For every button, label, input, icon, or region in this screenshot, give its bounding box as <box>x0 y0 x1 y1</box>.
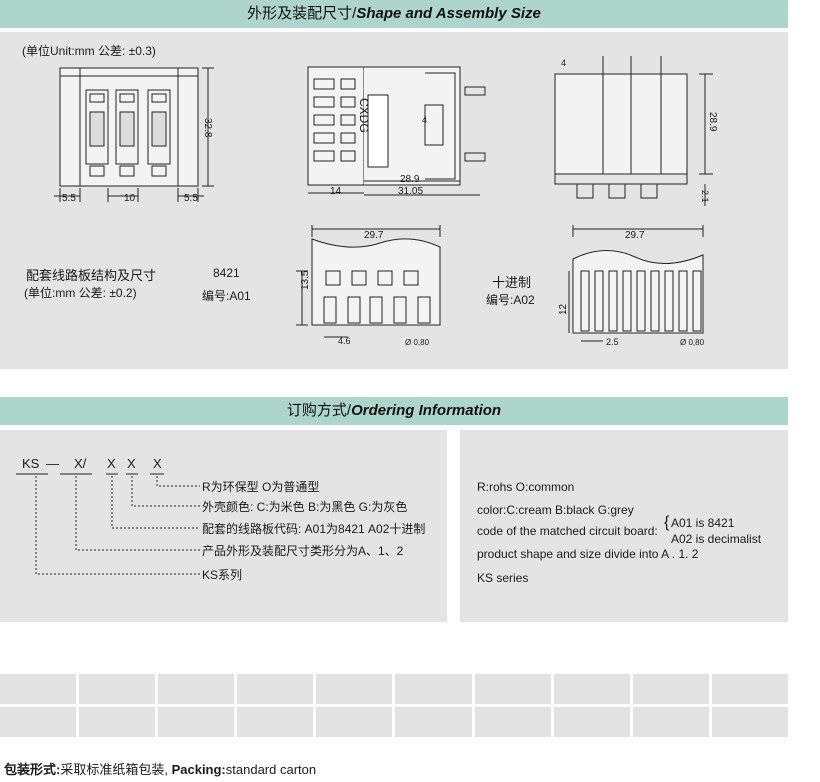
side-dim-height: 32.8 <box>202 118 213 138</box>
right-view-drawing <box>554 56 713 206</box>
cn-line-5: KS系列 <box>202 568 243 582</box>
board-title: 配套线路板结构及尺寸 <box>26 268 157 283</box>
code-x3: X <box>127 456 136 471</box>
right-dim-28-9: 28.9 <box>707 112 718 132</box>
a01-board-drawing <box>296 225 441 338</box>
unit-note: (单位Unit:mm 公差: ±0.3) <box>22 44 156 58</box>
shape-title-en: Shape and Assembly Size <box>356 5 541 22</box>
cn-line-3: 配套的线路板代码: A01为8421 A02十进制 <box>202 522 426 536</box>
side-dim-w1: 5.5 <box>62 193 76 204</box>
packing-en-value: standard carton <box>225 762 317 777</box>
code-x4: X <box>153 456 162 471</box>
empty-table-row <box>0 707 788 737</box>
en-board: code of the matched circuit board: <box>477 524 658 538</box>
packing-label: 包装形式: <box>4 762 61 777</box>
side-dim-w2: 10 <box>124 193 136 204</box>
front-dim-14: 14 <box>330 186 342 197</box>
a01-height: 13.5 <box>300 270 311 290</box>
right-dim-2-1: 2.1 <box>700 190 710 203</box>
a02-width: 29.7 <box>625 230 645 241</box>
code-dash: — <box>46 456 59 471</box>
cn-line-4: 产品外形及装配尺寸类形分为A、1、2 <box>202 544 404 558</box>
ordering-leader-lines <box>16 473 200 575</box>
en-brace: { <box>664 514 670 531</box>
cn-line-1: R为环保型 O为普通型 <box>202 480 320 494</box>
a02-height: 12 <box>558 303 569 315</box>
right-dim-4: 4 <box>561 58 567 68</box>
code-x1: X/ <box>74 456 87 471</box>
a02-name: 十进制 <box>492 275 532 290</box>
a02-hole: Ø 0,80 <box>680 338 705 347</box>
side-view-drawing <box>54 67 214 202</box>
front-dim-31-05: 31.05 <box>398 186 424 197</box>
cn-line-2: 外壳颜色: C:为米色 B:为黑色 G:为灰色 <box>202 500 408 514</box>
a02-board-drawing <box>568 225 704 342</box>
a02-pitch: 2.5 <box>606 337 619 347</box>
empty-table-row <box>0 674 788 704</box>
side-dim-w3: 5.5 <box>184 193 198 204</box>
ordering-title-cn: 订购方式/ <box>286 402 352 419</box>
en-color: color:C:cream B:black G:grey <box>477 503 634 517</box>
en-rohs: R:rohs O:common <box>477 480 575 494</box>
packing-line: 包装形式:采取标准纸箱包装, Packing:standard carton <box>4 759 316 778</box>
code-x2: X <box>107 456 116 471</box>
en-a02: A02 is decimalist <box>671 532 762 546</box>
ordering-panel-cn <box>0 430 447 622</box>
a01-width: 29.7 <box>364 230 384 241</box>
a02-code: 编号:A02 <box>486 293 535 307</box>
ordering-section-header: 订购方式/Ordering Information <box>0 397 788 425</box>
front-label-cxdg: CXDG <box>357 98 371 133</box>
a01-pitch: 4.6 <box>338 336 351 346</box>
code-ks: KS <box>22 456 40 471</box>
ordering-panel-en <box>460 430 788 622</box>
packing-label-cn: 采取标准纸箱包装, <box>60 762 172 777</box>
en-series: KS series <box>477 571 529 585</box>
front-view-drawing <box>307 66 486 196</box>
en-shape: product shape and size divide into A . 1… <box>477 547 699 561</box>
a01-name: 8421 <box>213 266 240 280</box>
ordering-title-en: Ordering Information <box>351 402 502 419</box>
front-dim-4: 4 <box>422 115 428 125</box>
en-a01: A01 is 8421 <box>671 516 735 530</box>
packing-en-label: Packing: <box>171 762 226 777</box>
shape-section-header: 外形及装配尺寸/Shape and Assembly Size <box>0 0 788 28</box>
board-unit: (单位:mm 公差: ±0.2) <box>24 286 137 300</box>
a01-code: 编号:A01 <box>202 289 251 303</box>
a01-hole: Ø 0,80 <box>405 338 430 347</box>
front-dim-28-9: 28.9 <box>400 174 420 185</box>
shape-title-cn: 外形及装配尺寸/ <box>247 5 357 22</box>
